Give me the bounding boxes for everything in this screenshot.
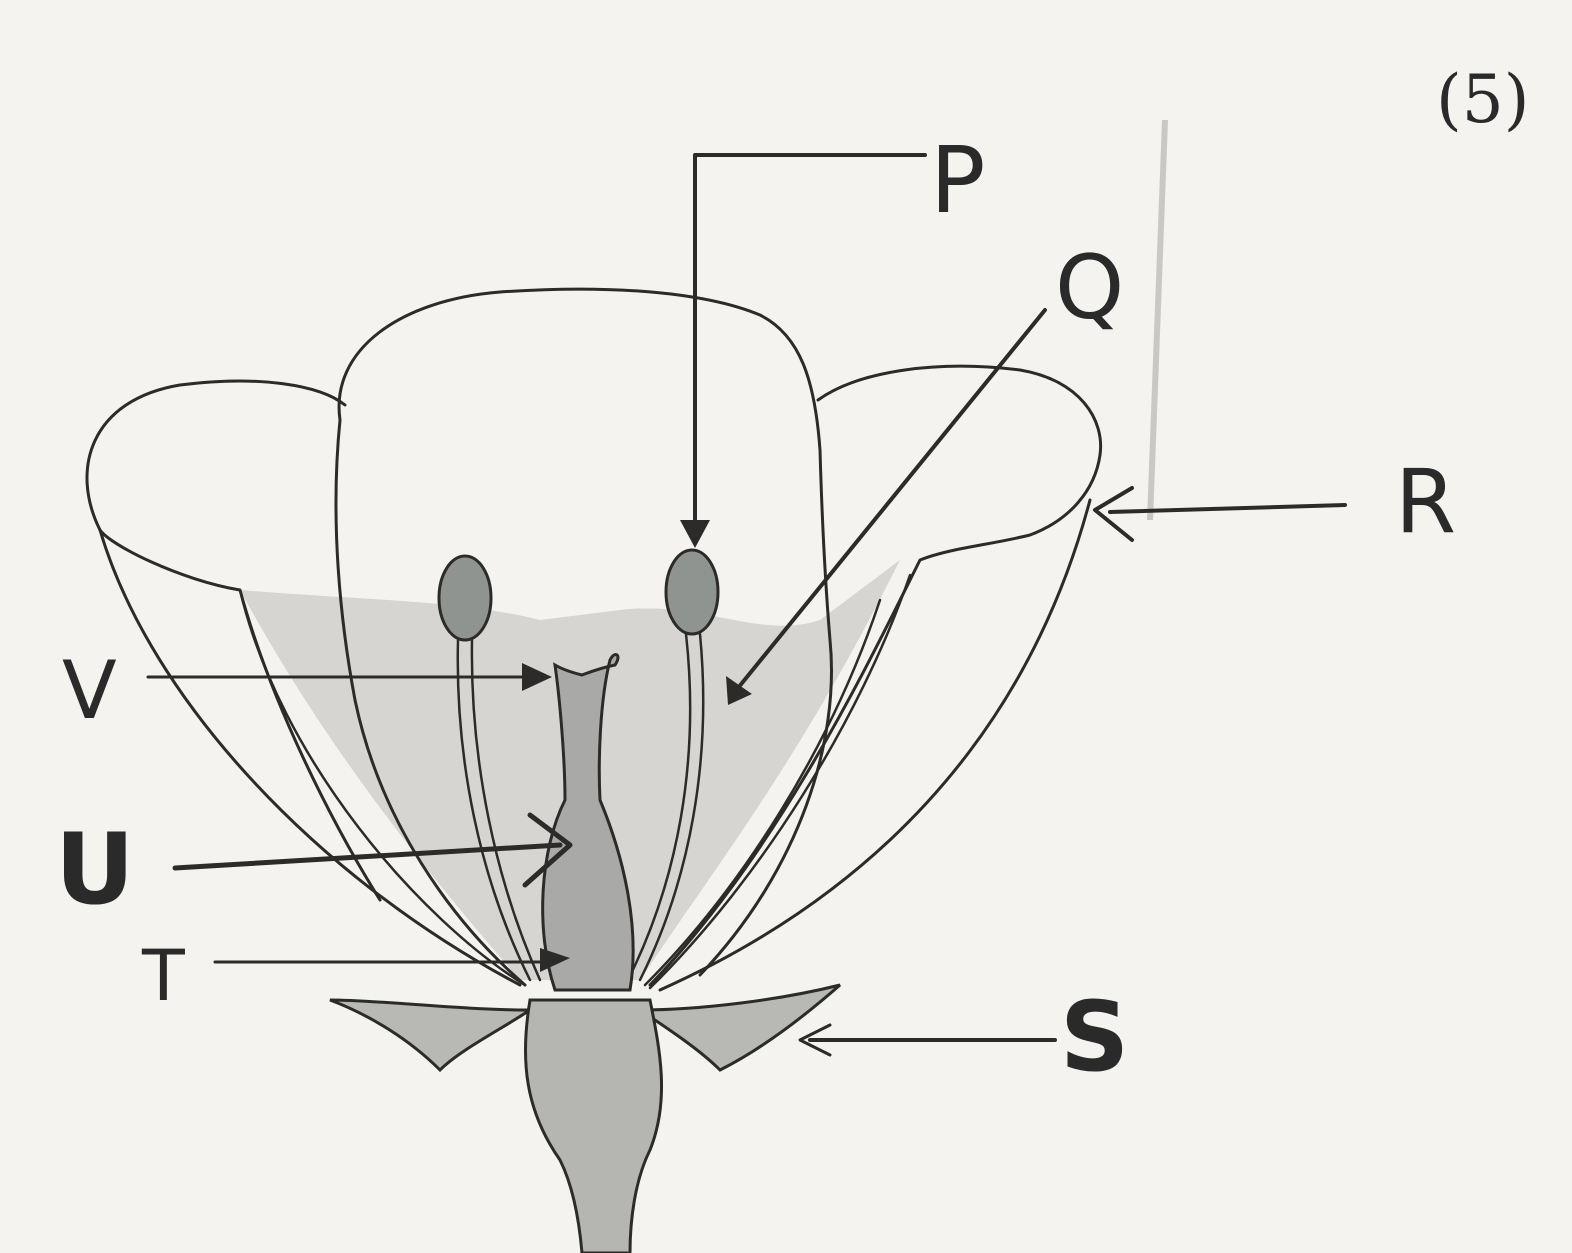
p-arrowhead: [680, 520, 710, 548]
p-leader-line: [695, 155, 925, 525]
r-arrowhead: [1095, 488, 1132, 540]
right-anther: [666, 550, 718, 634]
scan-artifact-line: [1150, 120, 1165, 520]
label-v: V: [62, 644, 117, 737]
left-petal-top: [87, 381, 345, 530]
label-p: P: [930, 127, 985, 234]
right-sepal: [640, 985, 840, 1070]
label-r: R: [1395, 450, 1456, 553]
figure-number: (5): [1436, 61, 1530, 138]
label-t: T: [141, 935, 185, 1017]
left-anther: [439, 556, 491, 640]
label-s: S: [1060, 981, 1129, 1093]
left-sepal: [330, 1000, 530, 1070]
label-q: Q: [1055, 236, 1124, 339]
flower-drawing: [87, 289, 1101, 1253]
q-leader-line: [738, 310, 1045, 688]
receptacle-and-stalk: [525, 1000, 661, 1253]
label-u: U: [55, 813, 135, 927]
r-leader-line: [1110, 505, 1345, 512]
